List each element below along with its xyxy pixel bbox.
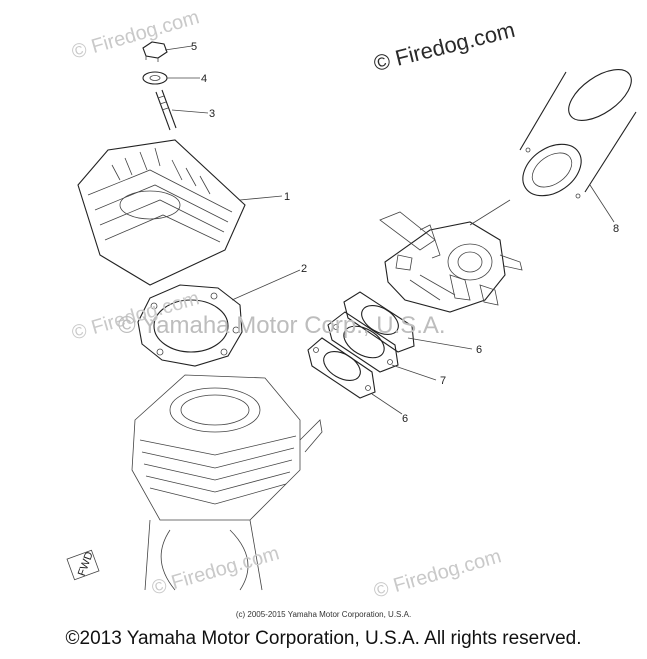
part-nut[interactable] [142,41,168,62]
leader-lines [164,45,615,415]
cylinder-block [131,374,323,591]
footer-copyright: ©2013 Yamaha Motor Corporation, U.S.A. A… [65,628,582,649]
callout-6-lower: 6 [402,413,408,425]
callout-2: 2 [301,263,307,275]
part-washer[interactable] [142,71,168,85]
callout-1: 1 [284,191,290,203]
callout-6-upper: 6 [476,344,482,356]
callout-5: 5 [191,41,197,53]
part-head-gasket[interactable] [137,284,243,367]
callout-8: 8 [613,223,619,235]
carburetor [379,211,523,313]
part-stud-bolt[interactable] [155,89,177,131]
front-marker-label: FWD [76,550,96,578]
part-intake-gasket-lower[interactable] [307,337,376,399]
part-cylinder-head[interactable] [77,139,246,286]
callout-3: 3 [209,108,215,120]
part-insulator[interactable] [327,311,399,373]
callout-7: 7 [440,375,446,387]
callout-4: 4 [201,73,207,85]
yamaha-watermark-center: © Yamaha Motor Corp., U.S.A. [118,312,446,339]
front-marker: FWD [66,549,100,581]
diagram-copyright: (c) 2005-2015 Yamaha Motor Corporation, … [235,610,412,619]
alignment-line [469,199,511,226]
part-air-funnel[interactable] [513,60,640,207]
part-intake-gasket-upper[interactable] [343,291,415,353]
parts-diagram: FWD [66,41,640,591]
